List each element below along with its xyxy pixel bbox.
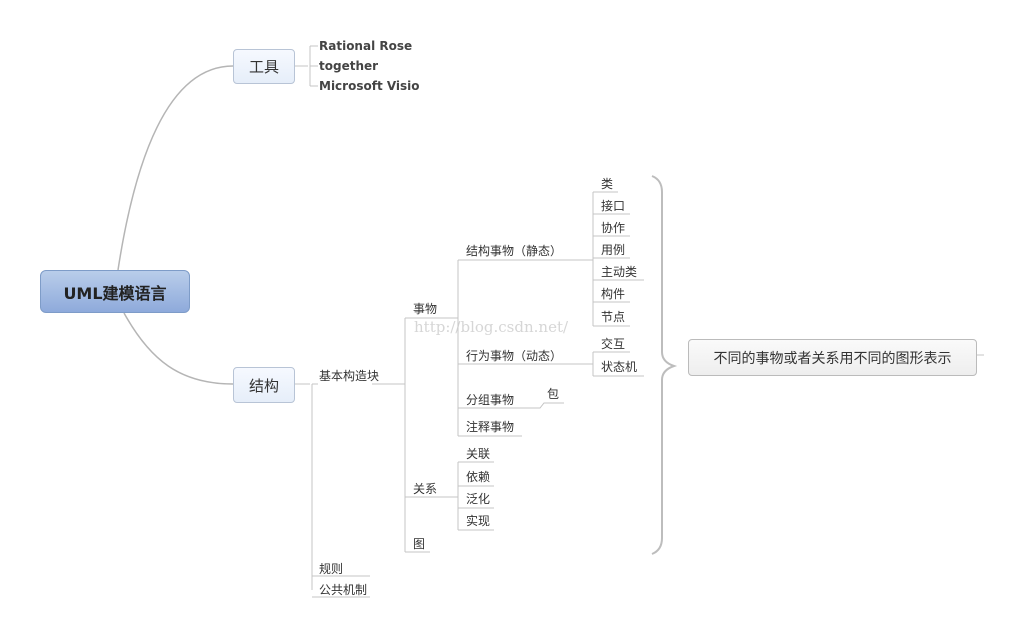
- relations-node[interactable]: 关系: [413, 482, 438, 496]
- behavioral-item-interaction[interactable]: 交互: [601, 337, 626, 351]
- tools-label: 工具: [248, 58, 279, 76]
- grouping-things-node[interactable]: 分组事物: [466, 393, 515, 407]
- structural-item-component[interactable]: 构件: [601, 287, 626, 301]
- watermark-text: http://blog.csdn.net/: [414, 318, 569, 336]
- structural-item-active-class[interactable]: 主动类: [601, 265, 638, 279]
- annotational-things-node[interactable]: 注释事物: [466, 420, 515, 434]
- structural-item-collaboration[interactable]: 协作: [601, 221, 626, 235]
- building-blocks-node[interactable]: 基本构造块: [319, 369, 380, 383]
- mechanisms-node[interactable]: 公共机制: [319, 583, 368, 597]
- brace-shape: [651, 175, 678, 555]
- relation-item-dependency[interactable]: 依赖: [466, 470, 491, 484]
- structural-item-use-case[interactable]: 用例: [601, 243, 626, 257]
- root-label: UML建模语言: [63, 283, 167, 303]
- behavioral-things-node[interactable]: 行为事物（动态）: [466, 349, 563, 363]
- tool-item-together[interactable]: together: [319, 59, 379, 73]
- callout-label: 不同的事物或者关系用不同的图形表示: [713, 350, 952, 367]
- grouping-item-package[interactable]: 包: [547, 387, 560, 401]
- rules-node[interactable]: 规则: [319, 562, 344, 576]
- tools-node[interactable]: 工具: [233, 49, 295, 84]
- relation-item-realization[interactable]: 实现: [466, 514, 491, 528]
- structural-item-class[interactable]: 类: [601, 177, 614, 191]
- callout-note[interactable]: 不同的事物或者关系用不同的图形表示: [688, 339, 977, 376]
- structural-item-node[interactable]: 节点: [601, 310, 626, 324]
- tool-item-visio[interactable]: Microsoft Visio: [319, 79, 420, 93]
- root-to-structure-curve: [123, 312, 234, 385]
- structural-things-node[interactable]: 结构事物（静态）: [466, 244, 563, 258]
- relation-item-generalization[interactable]: 泛化: [466, 492, 491, 506]
- root-to-tools-curve: [117, 65, 234, 271]
- diagrams-node[interactable]: 图: [413, 537, 426, 551]
- relation-item-association[interactable]: 关联: [466, 447, 491, 461]
- things-node[interactable]: 事物: [413, 302, 438, 316]
- structure-label: 结构: [248, 376, 279, 395]
- root-node[interactable]: UML建模语言: [40, 270, 190, 313]
- tool-item-rational-rose[interactable]: Rational Rose: [319, 39, 413, 53]
- structural-item-interface[interactable]: 接口: [601, 199, 626, 213]
- behavioral-item-state-machine[interactable]: 状态机: [601, 360, 638, 374]
- structure-node[interactable]: 结构: [233, 367, 295, 403]
